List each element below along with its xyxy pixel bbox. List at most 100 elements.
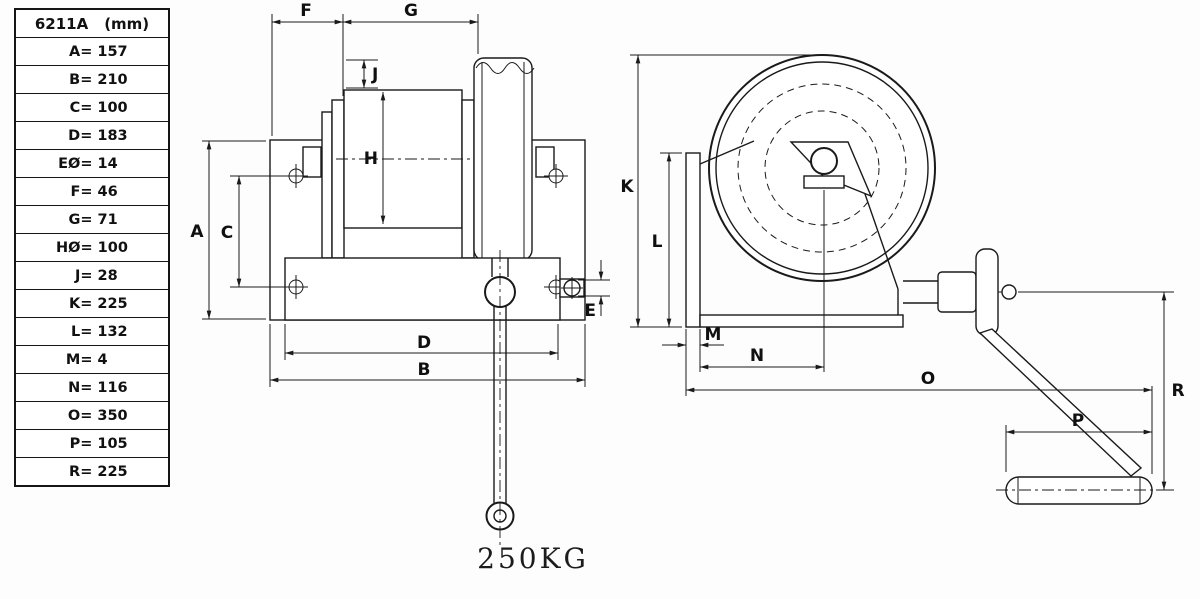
dim-value: 71 <box>97 211 118 228</box>
dim-value: 100 <box>97 99 128 116</box>
table-row: C= 100 <box>16 94 168 122</box>
crank-grip <box>1005 476 1153 505</box>
dim-value: 183 <box>97 127 128 144</box>
bearing-stub-right <box>535 146 555 178</box>
dim-label-g: G <box>404 1 418 21</box>
dim-label-b: B <box>418 360 431 380</box>
front-view <box>269 57 586 545</box>
flange-right-inner <box>461 99 475 259</box>
dimension-F <box>271 14 344 136</box>
front-dimensions: F G J H A C E <box>190 1 610 387</box>
dimension-A <box>202 140 266 320</box>
dim-code: F= <box>70 183 93 200</box>
flange-left-outer <box>321 111 333 259</box>
dim-value: 350 <box>97 407 128 424</box>
dim-value: 116 <box>97 379 128 396</box>
dim-code: D= <box>68 127 93 144</box>
capacity-label: 250KG <box>477 542 589 575</box>
table-row: N= 116 <box>16 374 168 402</box>
dim-label-n: N <box>750 346 764 366</box>
dim-code: G= <box>68 211 93 228</box>
crank-boss <box>975 248 999 336</box>
hub-key <box>803 175 845 189</box>
crank-nut <box>1001 284 1017 300</box>
dim-code: L= <box>70 323 93 340</box>
table-row: R= 225 <box>16 458 168 485</box>
base-channel <box>284 257 561 321</box>
dim-code: A= <box>68 43 93 60</box>
mounting-holes <box>284 164 568 299</box>
bracket-base <box>699 314 904 328</box>
dimension-B <box>269 324 586 387</box>
dimension-N <box>700 190 825 372</box>
crank-shaft <box>903 280 938 304</box>
dimension-table: 6211A (mm) A= 157 B= 210 C= 100 D= 183 E… <box>14 8 170 487</box>
handle-rod <box>493 306 507 503</box>
hub <box>810 147 838 175</box>
table-row: A= 157 <box>16 38 168 66</box>
shaft-coupling <box>937 271 977 313</box>
table-row: K= 225 <box>16 290 168 318</box>
dimension-P <box>1005 425 1152 472</box>
dim-value: 105 <box>97 435 128 452</box>
dimension-K <box>630 54 816 328</box>
side-dimensions: K L M N O P R <box>620 54 1185 491</box>
dim-code: M= <box>65 351 93 368</box>
flange-left-inner <box>331 99 345 259</box>
dim-label-c: C <box>221 223 233 243</box>
dim-label-a: A <box>190 222 204 242</box>
dim-value: 14 <box>97 155 118 172</box>
flange-inner-circle <box>715 61 929 275</box>
dim-code: J= <box>74 267 93 284</box>
table-row: M= 4 <box>16 346 168 374</box>
dim-label-m: M <box>705 325 722 345</box>
bracket-plate <box>685 152 701 328</box>
table-row: F= 46 <box>16 178 168 206</box>
dim-value: 46 <box>97 183 118 200</box>
dimension-G <box>343 14 479 54</box>
table-row: D= 183 <box>16 122 168 150</box>
table-row: HØ= 100 <box>16 234 168 262</box>
dimension-D <box>284 324 559 360</box>
dim-label-j: J <box>371 65 378 85</box>
dim-value: 210 <box>97 71 128 88</box>
dim-label-r: R <box>1171 381 1184 401</box>
bearing-stub-left <box>302 146 322 178</box>
dim-code: K= <box>68 295 93 312</box>
dim-value: 4 <box>97 351 108 368</box>
dim-value: 225 <box>97 463 128 480</box>
dimension-O <box>686 386 1153 474</box>
unit-label: (mm) <box>104 14 150 33</box>
dimension-E <box>578 260 610 316</box>
dim-code: R= <box>69 463 93 480</box>
rope-disc <box>473 57 533 261</box>
dim-value: 225 <box>97 295 128 312</box>
dim-code: EØ= <box>58 155 93 172</box>
dim-code: C= <box>69 99 93 116</box>
dim-value: 132 <box>97 323 128 340</box>
dimension-L <box>660 152 682 327</box>
table-row: B= 210 <box>16 66 168 94</box>
dim-value: 100 <box>97 239 128 256</box>
table-header: 6211A (mm) <box>16 10 168 38</box>
dim-label-d: D <box>417 333 431 353</box>
dimension-R <box>1018 291 1174 491</box>
crank-arm <box>978 328 1143 477</box>
table-row: G= 71 <box>16 206 168 234</box>
dimension-J <box>346 59 378 89</box>
dimension-C <box>230 175 288 288</box>
dim-label-l: L <box>652 232 663 252</box>
table-row: L= 132 <box>16 318 168 346</box>
model-number: 6211A <box>34 14 89 33</box>
dimension-table-body: A= 157 B= 210 C= 100 D= 183 EØ= 14 F= 46… <box>16 38 168 485</box>
dim-code: O= <box>67 407 93 424</box>
dim-label-h: H <box>364 149 378 169</box>
dim-label-o: O <box>921 369 935 389</box>
dim-value: 157 <box>97 43 128 60</box>
dim-label-p: P <box>1072 411 1084 431</box>
dim-label-k: K <box>620 177 634 197</box>
table-row: O= 350 <box>16 402 168 430</box>
rope-coil <box>475 62 535 74</box>
dim-code: P= <box>69 435 93 452</box>
